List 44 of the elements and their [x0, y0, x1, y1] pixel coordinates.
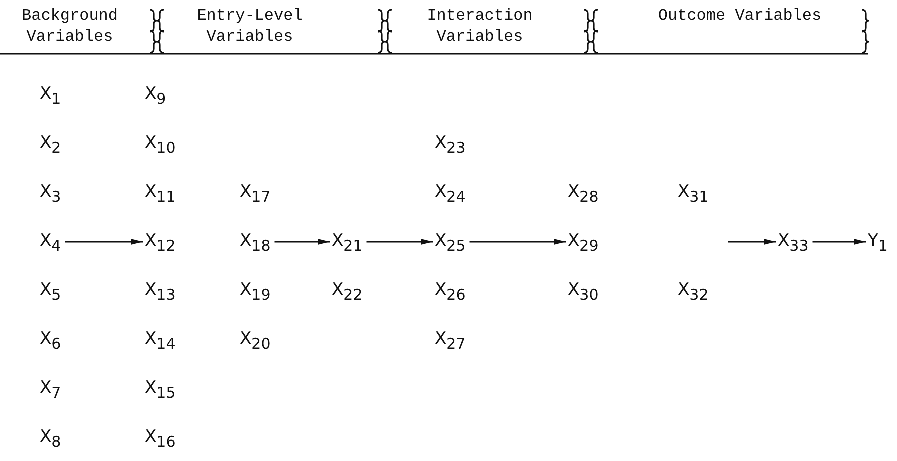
arrow [65, 239, 143, 245]
variable-label: X$_{4}$ [40, 231, 62, 251]
variable-label: X$_{11}$ [145, 182, 176, 202]
variable-label: X$_{9}$ [145, 84, 166, 104]
variable-label: X$_{10}$ [145, 133, 176, 153]
variable-label: Y$_{1}$ [868, 231, 888, 251]
variable-label: X$_{6}$ [40, 329, 62, 349]
column-heading: Outcome Variables [657, 6, 823, 27]
variable-label: X$_{3}$ [40, 182, 62, 202]
variable-label: X$_{25}$ [435, 231, 466, 251]
arrow [728, 239, 776, 245]
variable-label: X$_{29}$ [568, 231, 599, 251]
variable-label: X$_{33}$ [778, 231, 809, 251]
variable-label: X$_{5}$ [40, 280, 62, 300]
variable-label: X$_{28}$ [568, 182, 599, 202]
variable-label: X$_{15}$ [145, 378, 176, 398]
variable-label: X$_{22}$ [332, 280, 363, 300]
variable-label: X$_{24}$ [435, 182, 466, 202]
variable-label: X$_{1}$ [40, 84, 62, 104]
variable-label: X$_{8}$ [40, 427, 62, 447]
column-heading: Background Variables [20, 6, 119, 48]
variable-label: X$_{7}$ [40, 378, 62, 398]
column-heading: Entry-Level Variables [196, 6, 304, 48]
variable-label: X$_{13}$ [145, 280, 176, 300]
variable-label: X$_{19}$ [240, 280, 271, 300]
variable-label: X$_{2}$ [40, 133, 62, 153]
variable-label: X$_{32}$ [678, 280, 709, 300]
variable-label: X$_{16}$ [145, 427, 176, 447]
variable-label: X$_{20}$ [240, 329, 271, 349]
variable-label: X$_{17}$ [240, 182, 271, 202]
variable-label: X$_{27}$ [435, 329, 466, 349]
variable-label: X$_{18}$ [240, 231, 271, 251]
variable-label: X$_{31}$ [678, 182, 709, 202]
arrow [366, 239, 433, 245]
arrow [470, 239, 566, 245]
variable-label: X$_{12}$ [145, 231, 176, 251]
variable-label: X$_{26}$ [435, 280, 466, 300]
variable-label: X$_{30}$ [568, 280, 599, 300]
arrow [274, 239, 330, 245]
variable-label: X$_{14}$ [145, 329, 176, 349]
column-heading: Interaction Variables [426, 6, 534, 48]
arrow [812, 239, 866, 245]
variable-label: X$_{21}$ [332, 231, 363, 251]
variable-label: X$_{23}$ [435, 133, 466, 153]
